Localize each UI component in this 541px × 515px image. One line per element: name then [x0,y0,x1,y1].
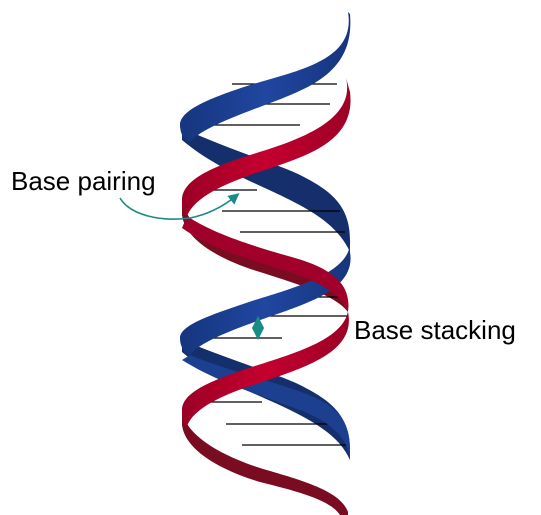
blue-strand-front-segment [180,12,350,142]
curved-arrow-icon [120,196,236,219]
base-stacking-label: Base stacking [354,317,516,343]
front-strand-segments [180,12,351,460]
base-pairing-label: Base pairing [11,168,156,194]
